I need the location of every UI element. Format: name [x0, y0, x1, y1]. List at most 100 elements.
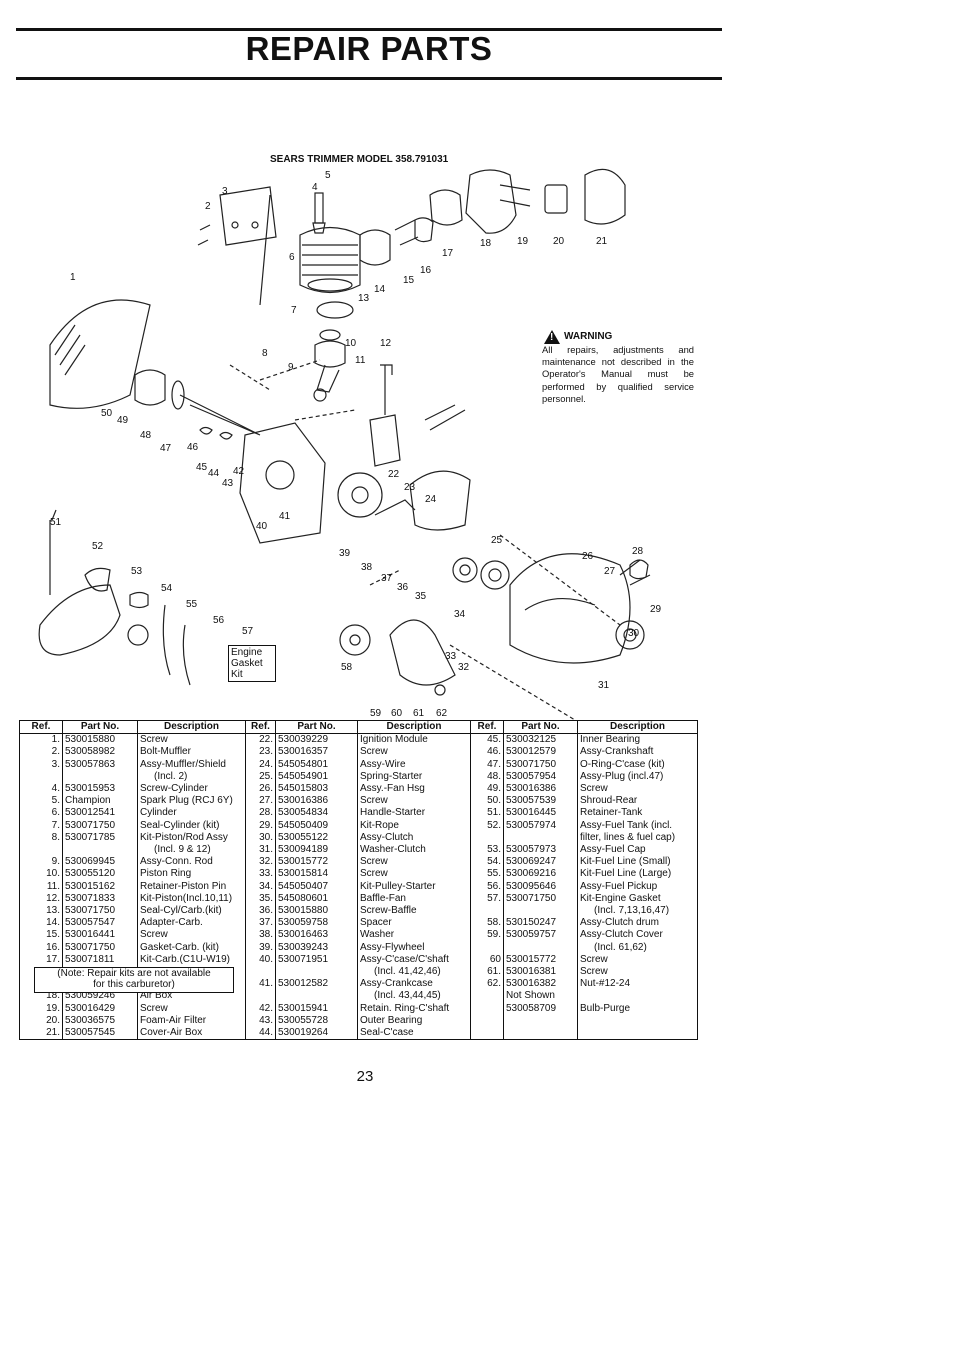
callout-27: 27: [604, 566, 616, 577]
part-number-cell: 545050407: [275, 880, 358, 893]
description-cell: Bolt-Muffler: [137, 746, 246, 759]
description-cell: Assy-C'case/C'shaft: [357, 953, 471, 967]
crankcase: [179, 394, 326, 544]
ref-cell: 33.: [245, 868, 276, 881]
callout-39: 39: [339, 548, 351, 559]
callout-57: 57: [242, 626, 254, 637]
description-cell: Assy-Clutch: [357, 831, 471, 845]
ref-cell: 53.: [470, 844, 504, 857]
description-cell: (Incl. 41,42,46): [357, 966, 471, 979]
ref-cell: 24.: [245, 758, 276, 771]
part-number-cell: 530071750: [503, 892, 578, 906]
ref-cell: 31.: [245, 844, 276, 857]
ref-cell: 9.: [19, 856, 63, 869]
description-cell: Kit-Pulley-Starter: [357, 880, 471, 893]
part-number-cell: 530057973: [503, 844, 578, 857]
callout-14: 14: [374, 284, 386, 295]
part-number-cell: 530015162: [62, 880, 138, 893]
ref-cell: 37.: [245, 917, 276, 930]
callout-2: 2: [205, 201, 211, 212]
column-header: Description: [357, 719, 471, 735]
part-number-cell: 530015880: [62, 733, 138, 747]
part-number-cell: 530015953: [62, 783, 138, 796]
ref-cell: 60: [470, 953, 504, 967]
part-number-cell: 530016441: [62, 929, 138, 942]
warning-box: WARNING All repairs, adjustments and mai…: [542, 330, 694, 405]
callout-26: 26: [582, 551, 594, 562]
ref-cell: 38.: [245, 929, 276, 942]
callout-23: 23: [404, 482, 416, 493]
ref-cell: 62.: [470, 978, 504, 991]
part-number-cell: 530057954: [503, 770, 578, 784]
ref-cell: 1.: [19, 733, 63, 747]
ref-cell: 36.: [245, 905, 276, 918]
column-header: Description: [137, 719, 246, 735]
callout-47: 47: [160, 443, 172, 454]
ref-cell: 12.: [19, 892, 63, 906]
part-number-cell: 530055728: [275, 1014, 358, 1028]
callout-44: 44: [208, 468, 220, 479]
warning-title: WARNING: [564, 330, 613, 342]
description-cell: Screw: [357, 746, 471, 759]
description-cell: Cylinder: [137, 807, 246, 820]
description-cell: Nut-#12-24: [577, 978, 698, 991]
part-number-cell: [503, 831, 578, 845]
description-cell: Assy-Crankshaft: [577, 746, 698, 759]
callout-21: 21: [596, 236, 608, 247]
ref-cell: 8.: [19, 831, 63, 845]
callout-33: 33: [445, 651, 457, 662]
tank-retainer: [49, 509, 57, 595]
callout-55: 55: [186, 599, 198, 610]
callout-3: 3: [222, 186, 228, 197]
callout-24: 24: [425, 494, 437, 505]
air-box-group: [429, 168, 626, 234]
callout-38: 38: [361, 562, 373, 573]
description-cell: Kit-Fuel Line (Small): [577, 856, 698, 869]
callout-40: 40: [256, 521, 268, 532]
clutch-assembly: [339, 619, 645, 696]
ref-cell: 14.: [19, 917, 63, 930]
ref-cell: 58.: [470, 917, 504, 930]
part-number-cell: 530016386: [503, 783, 578, 796]
part-number-cell: 530095646: [503, 880, 578, 893]
description-cell: Spark Plug (RCJ 6Y): [137, 795, 246, 808]
ref-cell: [470, 941, 504, 954]
ref-cell: 41.: [245, 978, 276, 991]
part-number-cell: 530150247: [503, 917, 578, 930]
callout-48: 48: [140, 430, 152, 441]
callout-31: 31: [598, 680, 610, 691]
part-number-cell: 530015941: [275, 1002, 358, 1015]
part-number-cell: 545050409: [275, 819, 358, 832]
part-number-cell: [503, 1027, 578, 1041]
callout-60: 60: [391, 708, 403, 719]
ref-cell: 49.: [470, 783, 504, 796]
part-number-cell: 530054834: [275, 807, 358, 820]
ref-cell: 32.: [245, 856, 276, 869]
part-number-cell: 530058709: [503, 1002, 578, 1015]
description-cell: Spring-Starter: [357, 770, 471, 784]
description-cell: (Incl. 61,62): [577, 941, 698, 954]
part-number-cell: 530057974: [503, 819, 578, 832]
ref-cell: 11.: [19, 880, 63, 893]
description-cell: (Incl. 2): [137, 770, 246, 784]
description-cell: Kit-Rope: [357, 819, 471, 832]
part-number-cell: [503, 905, 578, 918]
ref-cell: 6.: [19, 807, 63, 820]
ref-cell: 50.: [470, 795, 504, 808]
part-number-cell: [275, 990, 358, 1003]
part-number-cell: 530057547: [62, 917, 138, 930]
ref-cell: 44.: [245, 1027, 276, 1041]
callout-1: 1: [70, 272, 76, 283]
callout-6: 6: [289, 252, 295, 263]
ref-cell: 47.: [470, 758, 504, 771]
engine-gasket-kit-label: Engine Gasket Kit: [228, 645, 276, 682]
